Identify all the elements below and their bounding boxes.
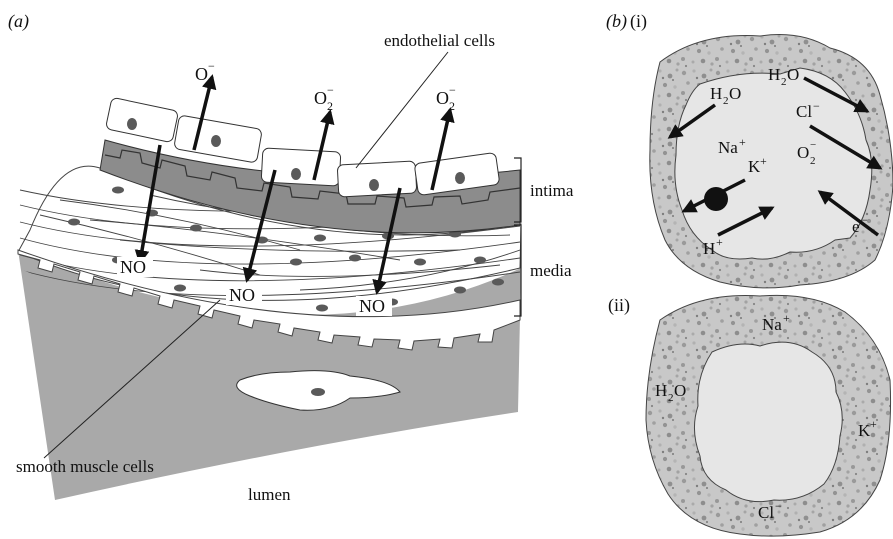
svg-text:O: O	[787, 65, 799, 84]
svg-text:−: −	[208, 59, 215, 73]
panel-b-label: (b)	[606, 11, 627, 32]
ion-pump	[704, 187, 728, 211]
no-label-3: NO	[359, 296, 385, 316]
svg-text:2: 2	[668, 392, 674, 404]
svg-text:O: O	[314, 88, 327, 108]
cell-ii-inner	[694, 342, 842, 501]
svg-text:2: 2	[327, 99, 333, 113]
svg-text:O: O	[797, 143, 809, 162]
svg-text:−: −	[449, 83, 456, 97]
svg-text:H: H	[768, 65, 780, 84]
superoxide-label-2: O 2 −	[314, 83, 334, 113]
svg-text:O: O	[436, 88, 449, 108]
svg-text:H: H	[655, 381, 667, 400]
lumen-label: lumen	[248, 485, 291, 504]
svg-text:2: 2	[449, 99, 455, 113]
svg-text:+: +	[716, 235, 723, 249]
superoxide-label-1: O 2 −	[195, 59, 215, 89]
svg-text:O: O	[729, 84, 741, 103]
no-label-2: NO	[229, 285, 255, 305]
svg-text:H: H	[710, 84, 722, 103]
svg-text:−: −	[327, 83, 334, 97]
svg-text:Na: Na	[718, 138, 738, 157]
svg-text:+: +	[870, 417, 877, 431]
svg-text:O: O	[195, 64, 208, 84]
panel-b-ii-label: (ii)	[608, 295, 630, 316]
svg-text:−: −	[861, 213, 868, 227]
svg-text:Cl: Cl	[796, 102, 812, 121]
svg-text:H: H	[703, 239, 715, 258]
svg-text:+: +	[739, 135, 746, 149]
svg-text:−: −	[810, 139, 816, 151]
svg-text:+: +	[760, 154, 767, 168]
panel-a-label: (a)	[8, 11, 29, 32]
svg-text:−: −	[813, 99, 820, 113]
svg-text:e: e	[852, 217, 860, 236]
media-label: media	[530, 261, 572, 280]
panel-b-i-label: (i)	[630, 11, 647, 32]
superoxide-label-3: O 2 −	[436, 83, 456, 113]
svg-text:Cl: Cl	[758, 503, 774, 522]
svg-text:2: 2	[723, 95, 729, 107]
svg-text:2: 2	[810, 155, 816, 167]
endothelial-callout-line	[356, 52, 448, 168]
svg-text:Na: Na	[762, 315, 782, 334]
svg-text:2: 2	[781, 76, 787, 88]
wall-cell-nucleus	[311, 388, 325, 396]
smooth-muscle-label: smooth muscle cells	[16, 457, 154, 476]
svg-text:2: 2	[208, 75, 214, 89]
no-label-1: NO	[120, 257, 146, 277]
svg-text:−: −	[775, 499, 782, 513]
intima-label: intima	[530, 181, 574, 200]
svg-text:O: O	[674, 381, 686, 400]
endothelial-cells-label: endothelial cells	[384, 31, 495, 50]
svg-text:+: +	[783, 311, 790, 325]
